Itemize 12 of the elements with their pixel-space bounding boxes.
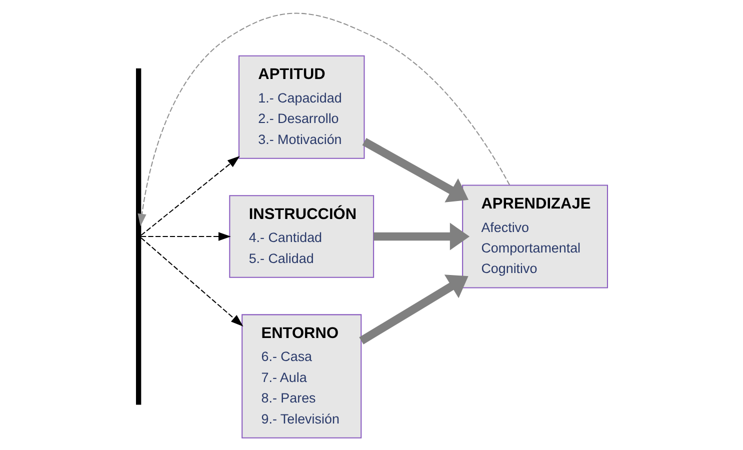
node-box: APTITUD 1.- Capacidad 2.- Desarrollo 3.- Motivación xyxy=(238,54,364,158)
arrow xyxy=(137,12,510,226)
arrow xyxy=(358,274,468,344)
node-box: APRENDIZAJE Afectivo Comportamental Cognitivo xyxy=(462,184,608,288)
arrow xyxy=(373,222,470,250)
node-box: ENTORNO 6.- Casa 7.- Aula 8.- Pares 9.- Televisión xyxy=(241,314,362,438)
node-box: INSTRUCCIÓN 4.- Cantidad 5.- Calidad xyxy=(228,194,374,278)
node-bar xyxy=(135,68,141,404)
arrow xyxy=(140,155,240,236)
arrow xyxy=(140,232,230,240)
arrow xyxy=(140,236,243,326)
arrow xyxy=(362,138,468,202)
